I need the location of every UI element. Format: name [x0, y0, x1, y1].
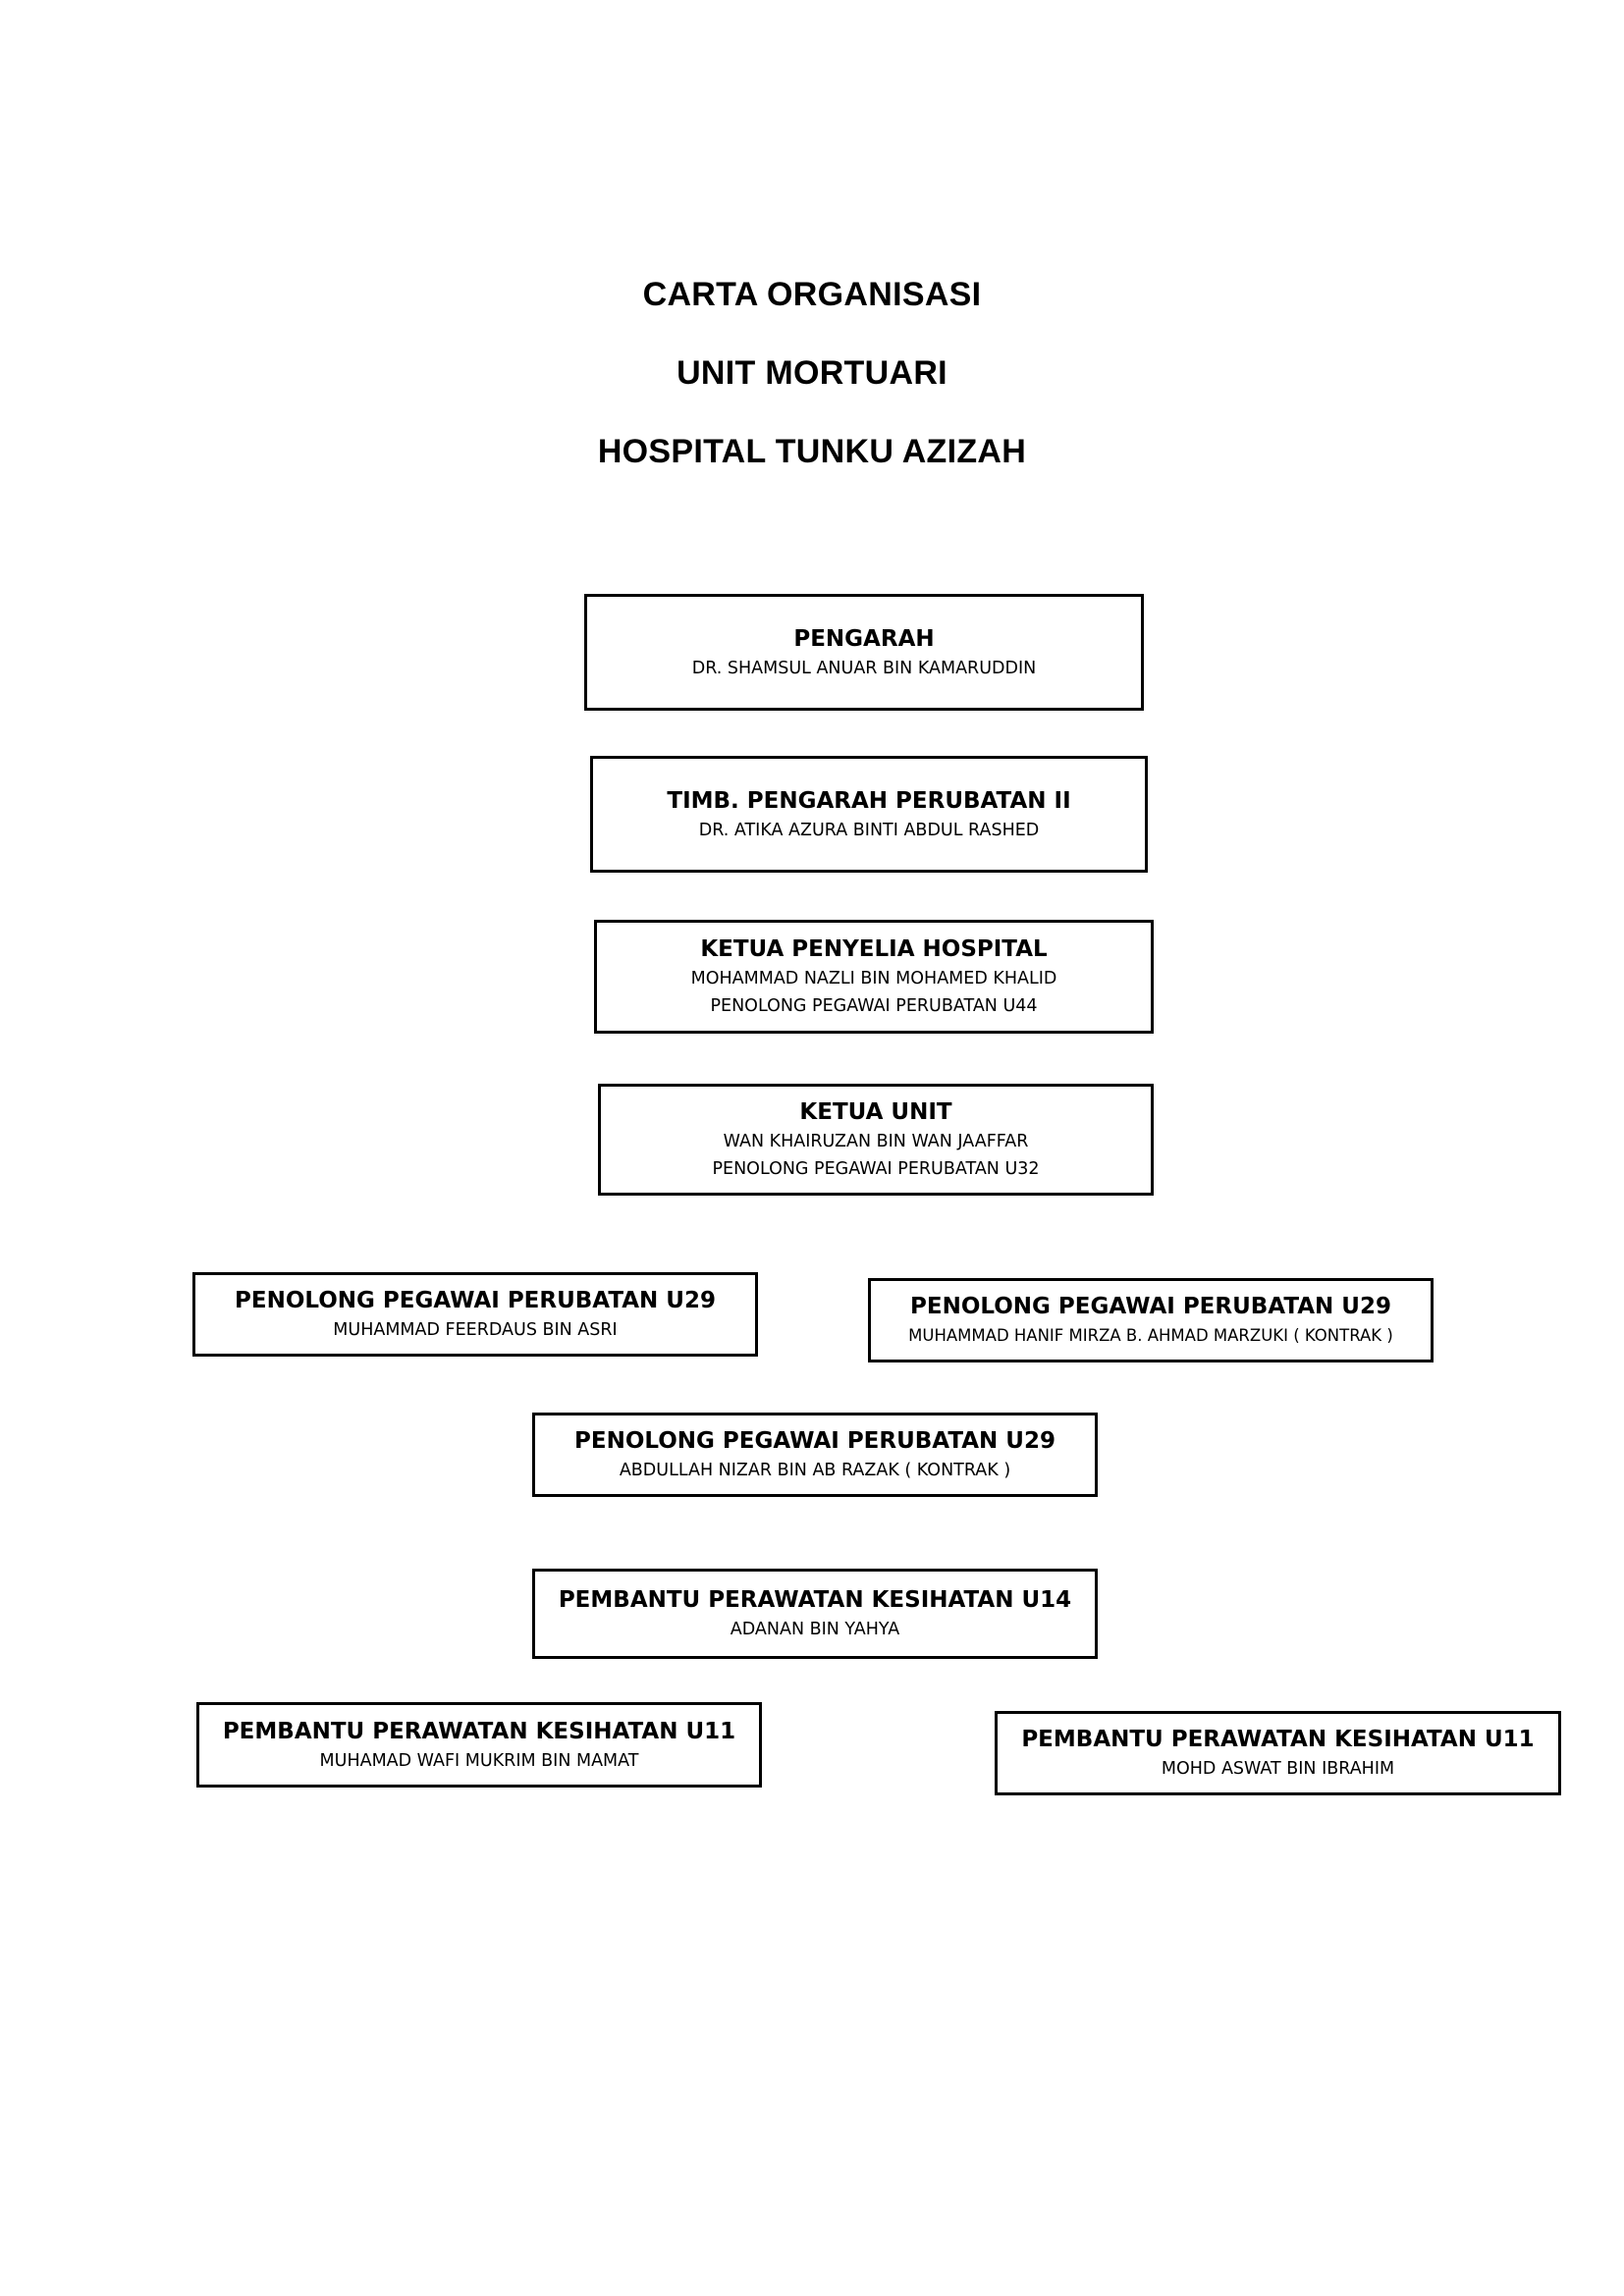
org-box-u11-left: PEMBANTU PERAWATAN KESIHATAN U11 MUHAMAD…: [196, 1702, 762, 1788]
role-label: PENOLONG PEGAWAI PERUBATAN U29: [574, 1428, 1056, 1454]
person-name: ADANAN BIN YAHYA: [730, 1620, 900, 1639]
role-label: PEMBANTU PERAWATAN KESIHATAN U11: [222, 1718, 736, 1744]
person-grade: PENOLONG PEGAWAI PERUBATAN U44: [710, 996, 1038, 1016]
hospital-title: HOSPITAL TUNKU AZIZAH: [597, 433, 1027, 470]
person-name: DR. SHAMSUL ANUAR BIN KAMARUDDIN: [691, 658, 1037, 678]
person-name: DR. ATIKA AZURA BINTI ABDUL RASHED: [698, 820, 1040, 840]
person-name: MUHAMMAD HANIF MIRZA B. AHMAD MARZUKI ( …: [908, 1326, 1393, 1345]
org-box-u29-center: PENOLONG PEGAWAI PERUBATAN U29 ABDULLAH …: [532, 1413, 1098, 1497]
role-label: KETUA PENYELIA HOSPITAL: [700, 936, 1048, 962]
person-name: MUHAMMAD FEERDAUS BIN ASRI: [333, 1320, 618, 1340]
org-box-u14: PEMBANTU PERAWATAN KESIHATAN U14 ADANAN …: [532, 1569, 1098, 1659]
org-box-ketua-penyelia: KETUA PENYELIA HOSPITAL MOHAMMAD NAZLI B…: [594, 920, 1154, 1034]
org-box-timbalan-pengarah: TIMB. PENGARAH PERUBATAN II DR. ATIKA AZ…: [590, 756, 1148, 873]
person-name: MOHAMMAD NAZLI BIN MOHAMED KHALID: [690, 969, 1057, 988]
person-name: ABDULLAH NIZAR BIN AB RAZAK ( KONTRAK ): [619, 1461, 1011, 1480]
role-label: PENGARAH: [793, 625, 935, 652]
role-label: TIMB. PENGARAH PERUBATAN II: [667, 787, 1071, 814]
person-grade: PENOLONG PEGAWAI PERUBATAN U32: [712, 1159, 1040, 1179]
org-box-u29-right: PENOLONG PEGAWAI PERUBATAN U29 MUHAMMAD …: [868, 1278, 1434, 1362]
org-box-pengarah: PENGARAH DR. SHAMSUL ANUAR BIN KAMARUDDI…: [584, 594, 1144, 711]
org-box-u29-left: PENOLONG PEGAWAI PERUBATAN U29 MUHAMMAD …: [192, 1272, 758, 1357]
role-label: KETUA UNIT: [799, 1099, 952, 1125]
role-label: PENOLONG PEGAWAI PERUBATAN U29: [235, 1288, 716, 1313]
unit-title: UNIT MORTUARI: [677, 354, 947, 392]
person-name: MUHAMAD WAFI MUKRIM BIN MAMAT: [319, 1750, 639, 1771]
role-label: PENOLONG PEGAWAI PERUBATAN U29: [910, 1294, 1391, 1319]
person-name: MOHD ASWAT BIN IBRAHIM: [1161, 1759, 1395, 1779]
org-box-u11-right: PEMBANTU PERAWATAN KESIHATAN U11 MOHD AS…: [995, 1711, 1561, 1795]
role-label: PEMBANTU PERAWATAN KESIHATAN U11: [1021, 1727, 1535, 1752]
person-name: WAN KHAIRUZAN BIN WAN JAAFFAR: [723, 1132, 1029, 1151]
org-box-ketua-unit: KETUA UNIT WAN KHAIRUZAN BIN WAN JAAFFAR…: [598, 1084, 1154, 1196]
chart-title: CARTA ORGANISASI: [642, 276, 982, 313]
role-label: PEMBANTU PERAWATAN KESIHATAN U14: [558, 1587, 1072, 1613]
